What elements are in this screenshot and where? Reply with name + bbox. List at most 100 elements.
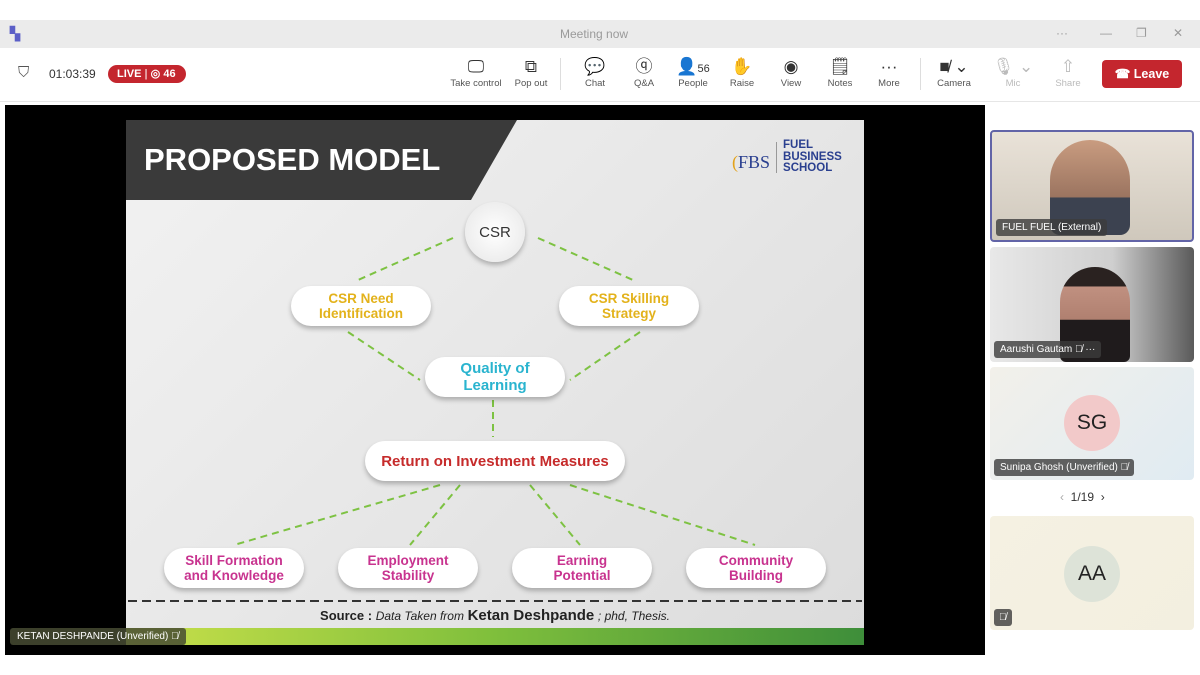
live-badge: LIVE | ◎ 46: [108, 65, 186, 83]
connector-lines: [126, 120, 862, 602]
teams-logo-icon: ▚: [10, 26, 20, 41]
node-csr-need: CSR Need Identification: [291, 286, 431, 326]
leave-button[interactable]: ☎ Leave: [1102, 60, 1182, 88]
chat-button[interactable]: 💬 Chat: [567, 56, 623, 89]
participant-name: Aarushi Gautam: [1000, 344, 1073, 355]
logo-line: BUSINESS: [783, 150, 842, 163]
next-page-button[interactable]: ›: [1100, 490, 1105, 504]
participant-tile[interactable]: AA 🎙̸: [990, 516, 1194, 630]
divider: [560, 58, 561, 90]
hand-icon: ✋: [731, 57, 753, 76]
participant-name-tag: Sunipa Ghosh (Unverified) 🎙̸: [994, 459, 1135, 476]
page-indicator: 1/19: [1070, 490, 1095, 504]
live-label: LIVE: [117, 68, 142, 80]
prev-page-button[interactable]: ‹: [1060, 490, 1064, 504]
more-icon[interactable]: ···: [1085, 344, 1096, 355]
label: Raise: [729, 78, 755, 89]
node-csr-skilling: CSR Skilling Strategy: [559, 286, 699, 326]
label: Take control: [450, 78, 502, 89]
source-text: ; phd, Thesis.: [597, 609, 670, 623]
meeting-toolbar: ⛉ 01:03:39 LIVE | ◎ 46 🖵 Take control ⧉ Po…: [0, 48, 1200, 102]
avatar: AA: [1064, 546, 1120, 602]
source-author: Ketan Deshpande: [467, 607, 595, 624]
participant-name: FUEL FUEL (External): [996, 219, 1108, 236]
label: Q&A: [633, 78, 655, 89]
participant-name: Sunipa Ghosh (Unverified): [1000, 462, 1118, 473]
more-button[interactable]: ··· More: [861, 56, 917, 89]
slide-title: PROPOSED MODEL: [144, 142, 441, 177]
connector: [569, 484, 756, 546]
connector: [347, 331, 421, 381]
label: Leave: [1133, 67, 1170, 81]
label: Camera: [937, 78, 971, 89]
close-button[interactable]: ✕: [1173, 26, 1184, 40]
node-outcome: Employment Stability: [338, 548, 478, 588]
logo-line: FUEL: [783, 139, 814, 151]
logo-line: SCHOOL: [783, 162, 833, 174]
title-banner: [126, 120, 517, 200]
footer-bar: [126, 628, 864, 645]
view-icon: ◉: [783, 57, 799, 76]
participant-tile[interactable]: FUEL FUEL (External): [990, 130, 1194, 242]
node-csr: CSR: [465, 202, 525, 262]
logo-abbr: FBS: [738, 151, 771, 172]
node-roi: Return on Investment Measures: [365, 441, 625, 481]
label: People: [678, 78, 708, 89]
camera-button[interactable]: ■̸ ⌄Camera: [926, 56, 982, 89]
source-label: Source :: [320, 608, 373, 623]
participant-tile[interactable]: Aarushi Gautam 🎙̸ ···: [990, 247, 1194, 362]
pop-out-button[interactable]: ⧉ Pop out: [503, 56, 559, 89]
label: More: [878, 78, 900, 89]
qa-icon: ⓠ: [635, 57, 653, 76]
monitor-cursor-icon: 🖵: [467, 57, 485, 76]
gallery-pager: ‹ 1/19 ›: [1060, 490, 1105, 504]
more-icon: ···: [880, 57, 898, 76]
presenter-name: KETAN DESHPANDE (Unverified): [17, 631, 169, 642]
chat-icon: 💬: [584, 57, 606, 76]
connector: [529, 484, 581, 546]
pop-out-icon: ⧉: [524, 57, 538, 76]
label: Notes: [827, 78, 853, 89]
participant-tile[interactable]: SG Sunipa Ghosh (Unverified) 🎙̸: [990, 367, 1194, 480]
meeting-timer: 01:03:39: [49, 67, 96, 81]
label: Share: [1055, 78, 1081, 89]
title-bar: ▚ Meeting now ··· — ❐ ✕: [0, 20, 1200, 48]
take-control-button[interactable]: 🖵 Take control: [448, 56, 504, 89]
share-icon: ⇧: [1060, 57, 1076, 76]
minimize-button[interactable]: —: [1100, 26, 1112, 40]
notes-button[interactable]: 🗒 Notes: [812, 56, 868, 89]
mic-off-icon: 🎙̸: [171, 631, 179, 642]
node-quality: Quality of Learning: [425, 357, 565, 397]
raise-hand-button[interactable]: ✋ Raise: [714, 56, 770, 89]
node-outcome: Earning Potential: [512, 548, 652, 588]
avatar: SG: [1064, 395, 1120, 451]
label: Pop out: [514, 78, 548, 89]
connector: [409, 484, 461, 546]
more-options-button[interactable]: ···: [1056, 26, 1068, 40]
label: Mic: [1005, 78, 1021, 89]
hang-up-icon: ☎: [1114, 67, 1131, 81]
notes-icon: 🗒: [829, 57, 851, 76]
node-outcome: Community Building: [686, 548, 826, 588]
mic-button[interactable]: 🎙 ⌄ Mic: [985, 56, 1041, 89]
window-title: Meeting now: [560, 27, 629, 41]
source-text: Data Taken from: [375, 609, 464, 623]
people-count: 56: [697, 63, 710, 75]
participant-name-tag: Aarushi Gautam 🎙̸ ···: [994, 341, 1102, 358]
view-button[interactable]: ◉View: [763, 56, 819, 89]
shield-icon: ⛉: [18, 64, 30, 81]
people-icon: 👤56: [676, 57, 710, 76]
mic-off-icon: 🎙 ⌄: [992, 57, 1034, 76]
mic-off-icon: 🎙̸: [1120, 462, 1129, 473]
connector: [569, 331, 641, 381]
mic-off-icon: 🎙̸: [994, 609, 1012, 626]
node-outcome: Skill Formation and Knowledge: [164, 548, 304, 588]
restore-button[interactable]: ❐: [1136, 26, 1147, 40]
share-button[interactable]: ⇧ Share: [1040, 56, 1096, 89]
label: Chat: [584, 78, 606, 89]
presenter-name-tag: KETAN DESHPANDE (Unverified) 🎙̸: [10, 628, 186, 645]
